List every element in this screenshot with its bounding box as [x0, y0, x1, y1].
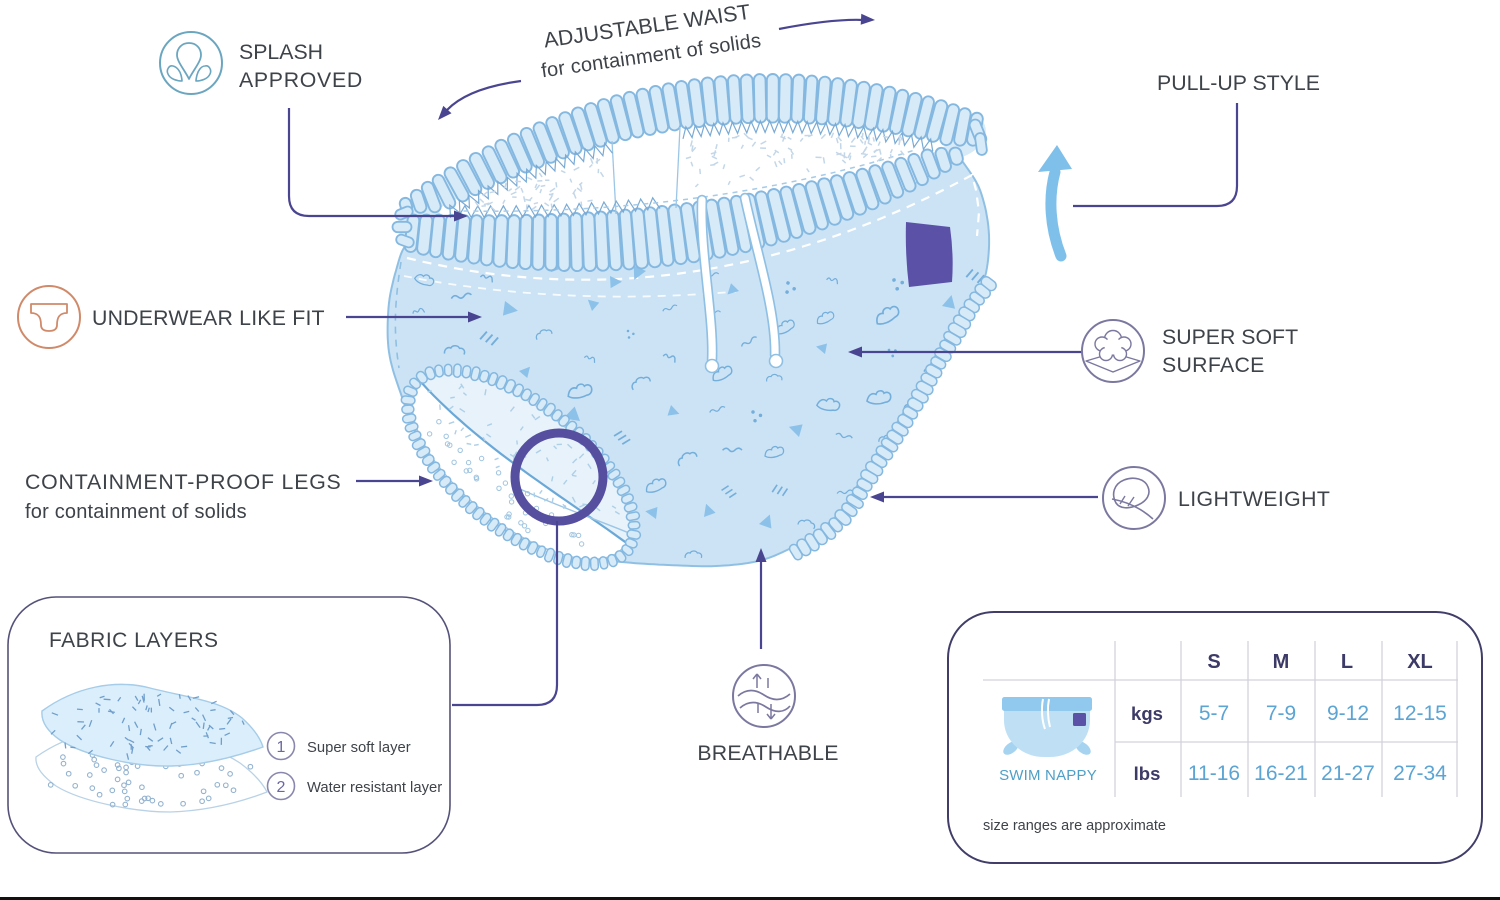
svg-text:kgs: kgs	[1131, 703, 1163, 724]
svg-text:SPLASH: SPLASH	[239, 40, 323, 64]
svg-text:Super soft layer: Super soft layer	[307, 740, 411, 756]
svg-text:M: M	[1273, 651, 1290, 673]
svg-text:size ranges are approximate: size ranges are approximate	[983, 818, 1166, 834]
svg-text:2: 2	[277, 779, 286, 796]
svg-text:21-27: 21-27	[1321, 762, 1375, 785]
svg-text:PULL-UP STYLE: PULL-UP STYLE	[1157, 71, 1320, 95]
svg-text:for containment of solids: for containment of solids	[25, 501, 247, 523]
svg-text:12-15: 12-15	[1393, 702, 1447, 725]
svg-text:CONTAINMENT-PROOF LEGS: CONTAINMENT-PROOF LEGS	[25, 470, 342, 494]
svg-text:SURFACE: SURFACE	[1162, 353, 1265, 377]
svg-text:SUPER SOFT: SUPER SOFT	[1162, 325, 1298, 349]
svg-text:BREATHABLE: BREATHABLE	[697, 741, 838, 765]
svg-text:SWIM NAPPY: SWIM NAPPY	[999, 767, 1097, 784]
svg-text:11-16: 11-16	[1188, 762, 1240, 785]
svg-text:LIGHTWEIGHT: LIGHTWEIGHT	[1178, 487, 1330, 511]
svg-text:7-9: 7-9	[1266, 702, 1296, 725]
svg-text:XL: XL	[1407, 651, 1433, 673]
svg-text:16-21: 16-21	[1254, 762, 1308, 785]
svg-text:L: L	[1341, 651, 1353, 673]
svg-text:5-7: 5-7	[1199, 702, 1229, 725]
svg-text:1: 1	[277, 739, 286, 756]
svg-text:FABRIC LAYERS: FABRIC LAYERS	[49, 629, 219, 652]
svg-text:S: S	[1207, 651, 1220, 673]
svg-text:27-34: 27-34	[1393, 762, 1447, 785]
svg-text:Water resistant layer: Water resistant layer	[307, 780, 442, 796]
svg-text:UNDERWEAR LIKE FIT: UNDERWEAR LIKE FIT	[92, 306, 325, 330]
svg-text:9-12: 9-12	[1327, 702, 1369, 725]
svg-text:lbs: lbs	[1134, 763, 1161, 784]
svg-text:APPROVED: APPROVED	[239, 68, 363, 92]
